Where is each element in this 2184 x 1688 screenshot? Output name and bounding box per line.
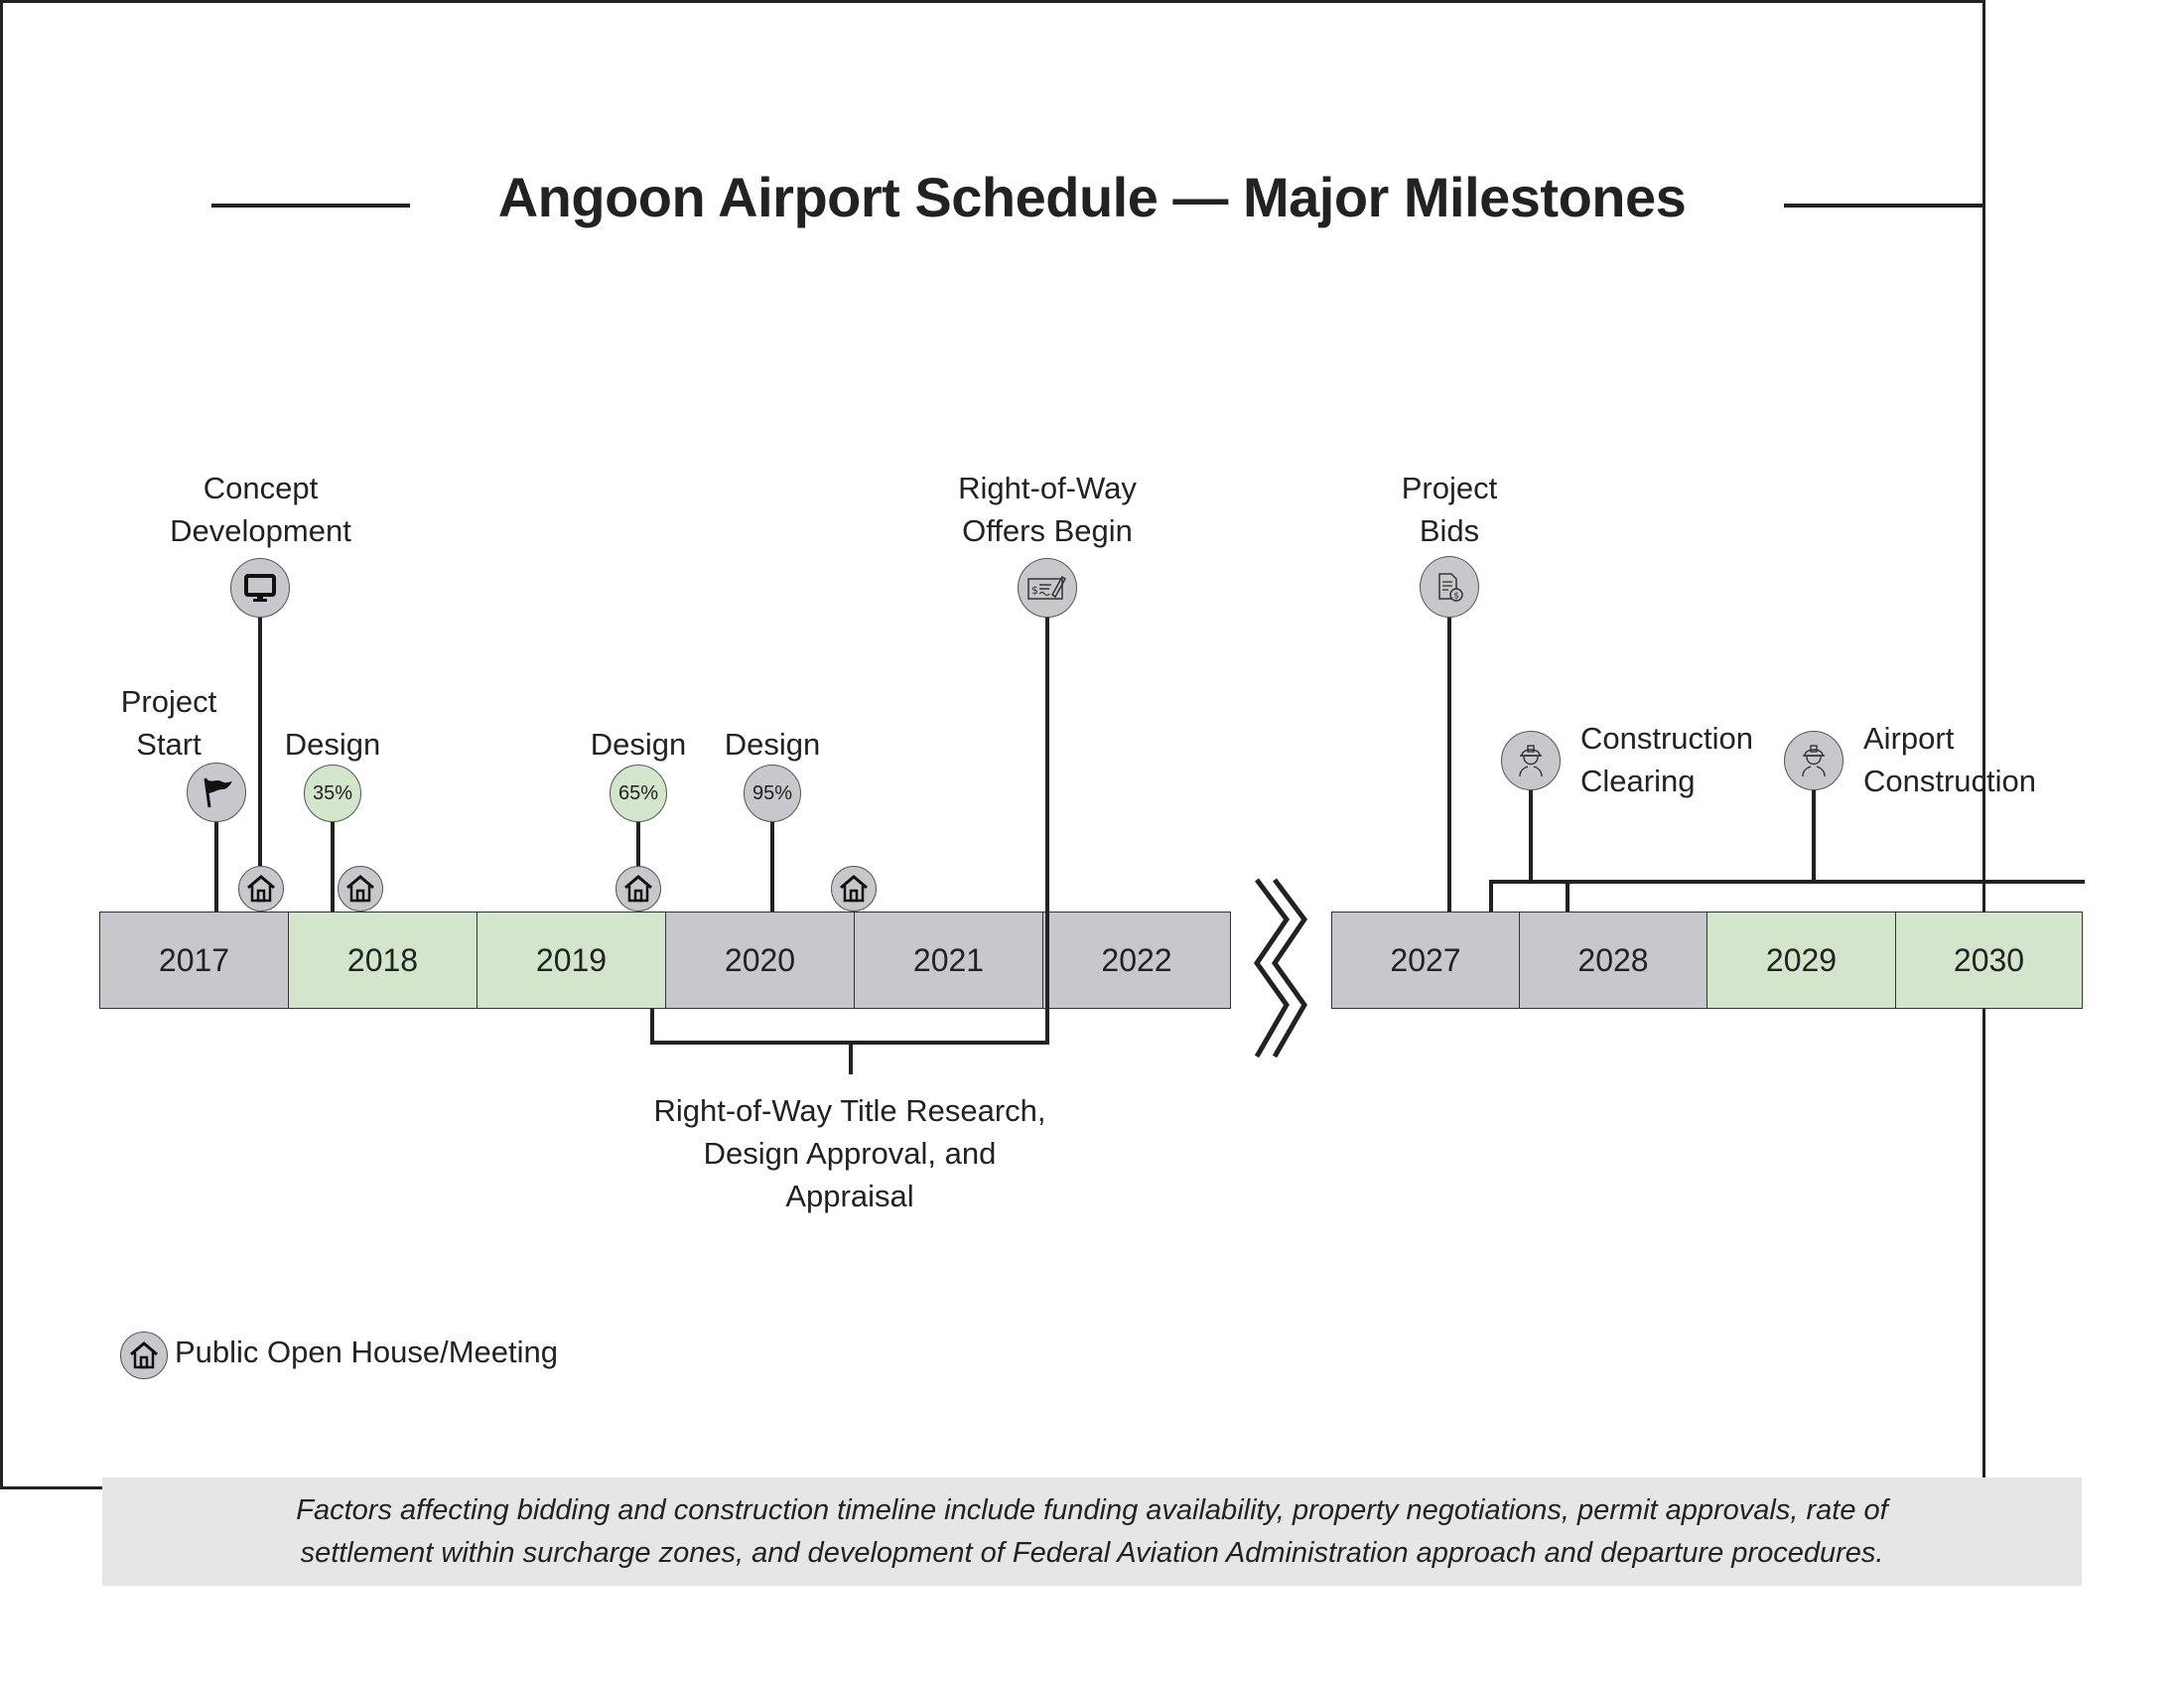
stem-design-35 (331, 820, 335, 912)
flag-icon (187, 763, 246, 822)
year-2018: 2018 (288, 912, 478, 1009)
year-2017: 2017 (99, 912, 289, 1009)
label-line: Start (136, 727, 202, 762)
svg-text:$: $ (1453, 592, 1459, 602)
label-line: Construction (1863, 764, 2037, 798)
year-2028: 2028 (1519, 912, 1707, 1009)
badge-text: 35% (312, 781, 353, 804)
house-icon (831, 866, 877, 912)
footer-line-2: settlement within surcharge zones, and d… (300, 1536, 1884, 1569)
stem-concept-development (258, 616, 262, 866)
year-2022: 2022 (1042, 912, 1231, 1009)
stem-project-bids (1447, 616, 1451, 912)
year-2027: 2027 (1331, 912, 1520, 1009)
year-2021: 2021 (854, 912, 1043, 1009)
design-65-badge: 65% (610, 765, 667, 822)
milestone-concept-development-label: Concept Development (149, 467, 372, 552)
label-line: Right-of-Way Title Research, (653, 1093, 1046, 1128)
stem-airport-construction (1812, 789, 1816, 882)
label-line: Development (170, 513, 351, 548)
check-payment-icon: $ (1018, 558, 1077, 618)
label-line: Airport (1863, 721, 1955, 756)
footer-note: Factors affecting bidding and constructi… (102, 1477, 2082, 1586)
label-line: Project (1401, 471, 1498, 505)
house-icon (238, 866, 284, 912)
construction-bracket-leg-clearing (1489, 880, 1493, 912)
stem-construction-clearing (1529, 789, 1533, 882)
construction-bracket-leg-start (1566, 880, 1570, 912)
footer-line-1: Factors affecting bidding and constructi… (296, 1493, 1888, 1526)
zigzag-break-icon (1249, 876, 1312, 1060)
title-rule-left (211, 204, 410, 208)
milestone-construction-clearing-label: Construction Clearing (1580, 717, 1753, 802)
label-line: Project (120, 684, 217, 719)
milestone-row-offers-label: Right-of-Way Offers Begin (928, 467, 1166, 552)
house-icon (615, 866, 661, 912)
stem-design-65 (636, 820, 640, 870)
year-2019: 2019 (477, 912, 666, 1009)
design-95-badge: 95% (744, 765, 801, 822)
design-35-badge: 35% (304, 765, 361, 822)
milestone-project-bids-label: Project Bids (1380, 467, 1519, 552)
badge-text: 65% (617, 781, 659, 804)
label-line: Clearing (1580, 764, 1696, 798)
bracket-left-leg (650, 1009, 654, 1045)
page-title: Angoon Airport Schedule — Major Mileston… (497, 166, 1687, 228)
label-line: Construction (1580, 721, 1754, 756)
bid-document-icon: $ (1420, 556, 1479, 618)
label-line: Offers Begin (962, 513, 1133, 548)
year-2020: 2020 (665, 912, 855, 1009)
construction-worker-icon (1784, 731, 1843, 790)
stem-row-offers (1045, 616, 1049, 1045)
milestone-design-65-label: Design (590, 727, 687, 762)
milestone-design-35-label: Design (284, 727, 381, 762)
title-rule-right (1784, 204, 1983, 208)
construction-bracket-bar (1489, 880, 2085, 884)
house-icon (338, 866, 383, 912)
label-line: Right-of-Way (958, 471, 1137, 505)
stem-project-start (214, 820, 218, 912)
label-line: Concept (203, 471, 319, 505)
milestone-airport-construction-label: Airport Construction (1863, 717, 2036, 802)
year-2029: 2029 (1706, 912, 1896, 1009)
legend-label: Public Open House/Meeting (175, 1335, 559, 1369)
monitor-icon (230, 558, 290, 618)
row-research-label: Right-of-Way Title Research, Design Appr… (602, 1089, 1098, 1217)
milestone-design-95-label: Design (724, 727, 821, 762)
svg-text:$: $ (1031, 584, 1038, 597)
construction-worker-icon (1501, 731, 1561, 790)
year-2030: 2030 (1895, 912, 2083, 1009)
legend-house-icon (120, 1332, 168, 1379)
label-line: Appraisal (785, 1179, 914, 1213)
stem-design-95 (770, 820, 774, 912)
badge-text: 95% (751, 781, 793, 804)
bracket-center-stem (849, 1041, 853, 1074)
milestone-project-start-label: Project Start (109, 680, 228, 766)
label-line: Design Approval, and (703, 1136, 997, 1171)
label-line: Bids (1419, 513, 1480, 548)
